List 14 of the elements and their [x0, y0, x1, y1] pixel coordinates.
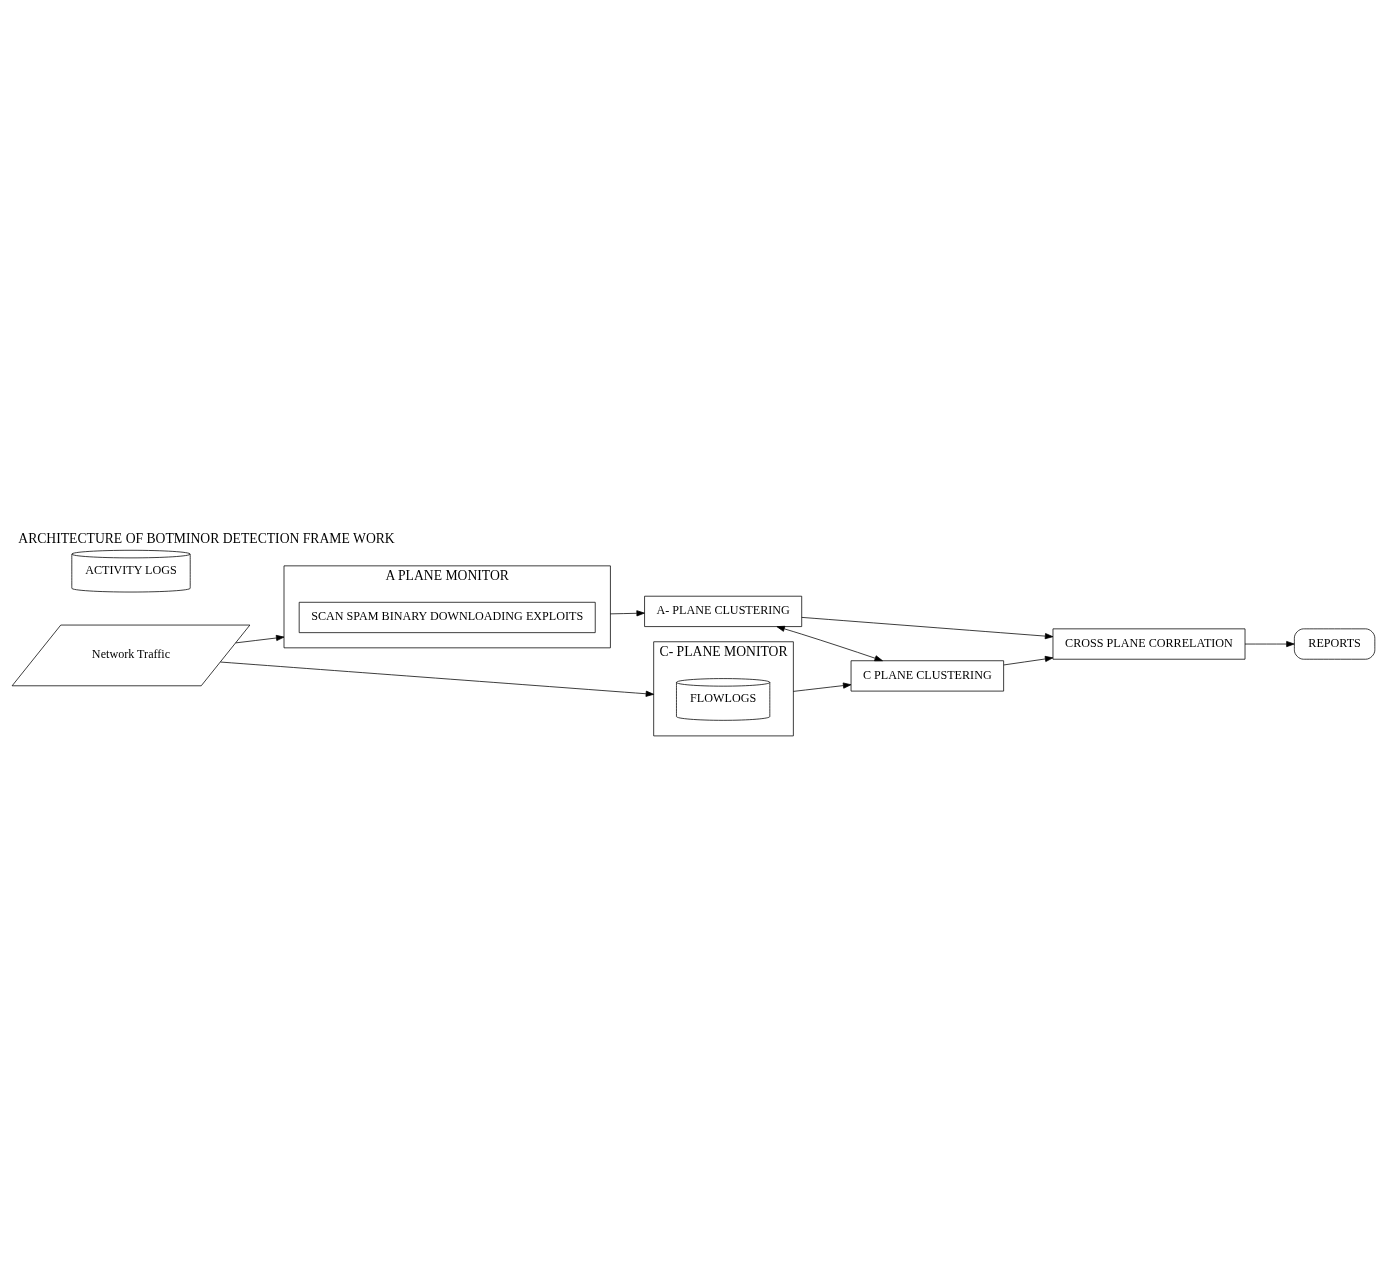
arrow: [1244, 641, 1295, 648]
arrow: [235, 634, 285, 644]
arrow: [610, 610, 645, 617]
node-box: A- PLANE CLUSTERING: [644, 595, 803, 627]
arrow: [1003, 655, 1054, 666]
arrow: [801, 617, 1054, 640]
diagram-title: ARCHITECTURE OF BOTMINOR DETECTION FRAME WORK: [18, 531, 395, 546]
arrow: [776, 625, 883, 662]
node-box: SCAN SPAM BINARY DOWNLOADING EXPLOITS: [298, 601, 596, 634]
arrow: [793, 682, 852, 692]
node-box: C PLANE CLUSTERING: [850, 660, 1004, 692]
arrow: [220, 661, 655, 697]
node-box: CROSS PLANE CORRELATION: [1052, 628, 1246, 660]
node-box: REPORTS: [1293, 628, 1376, 660]
